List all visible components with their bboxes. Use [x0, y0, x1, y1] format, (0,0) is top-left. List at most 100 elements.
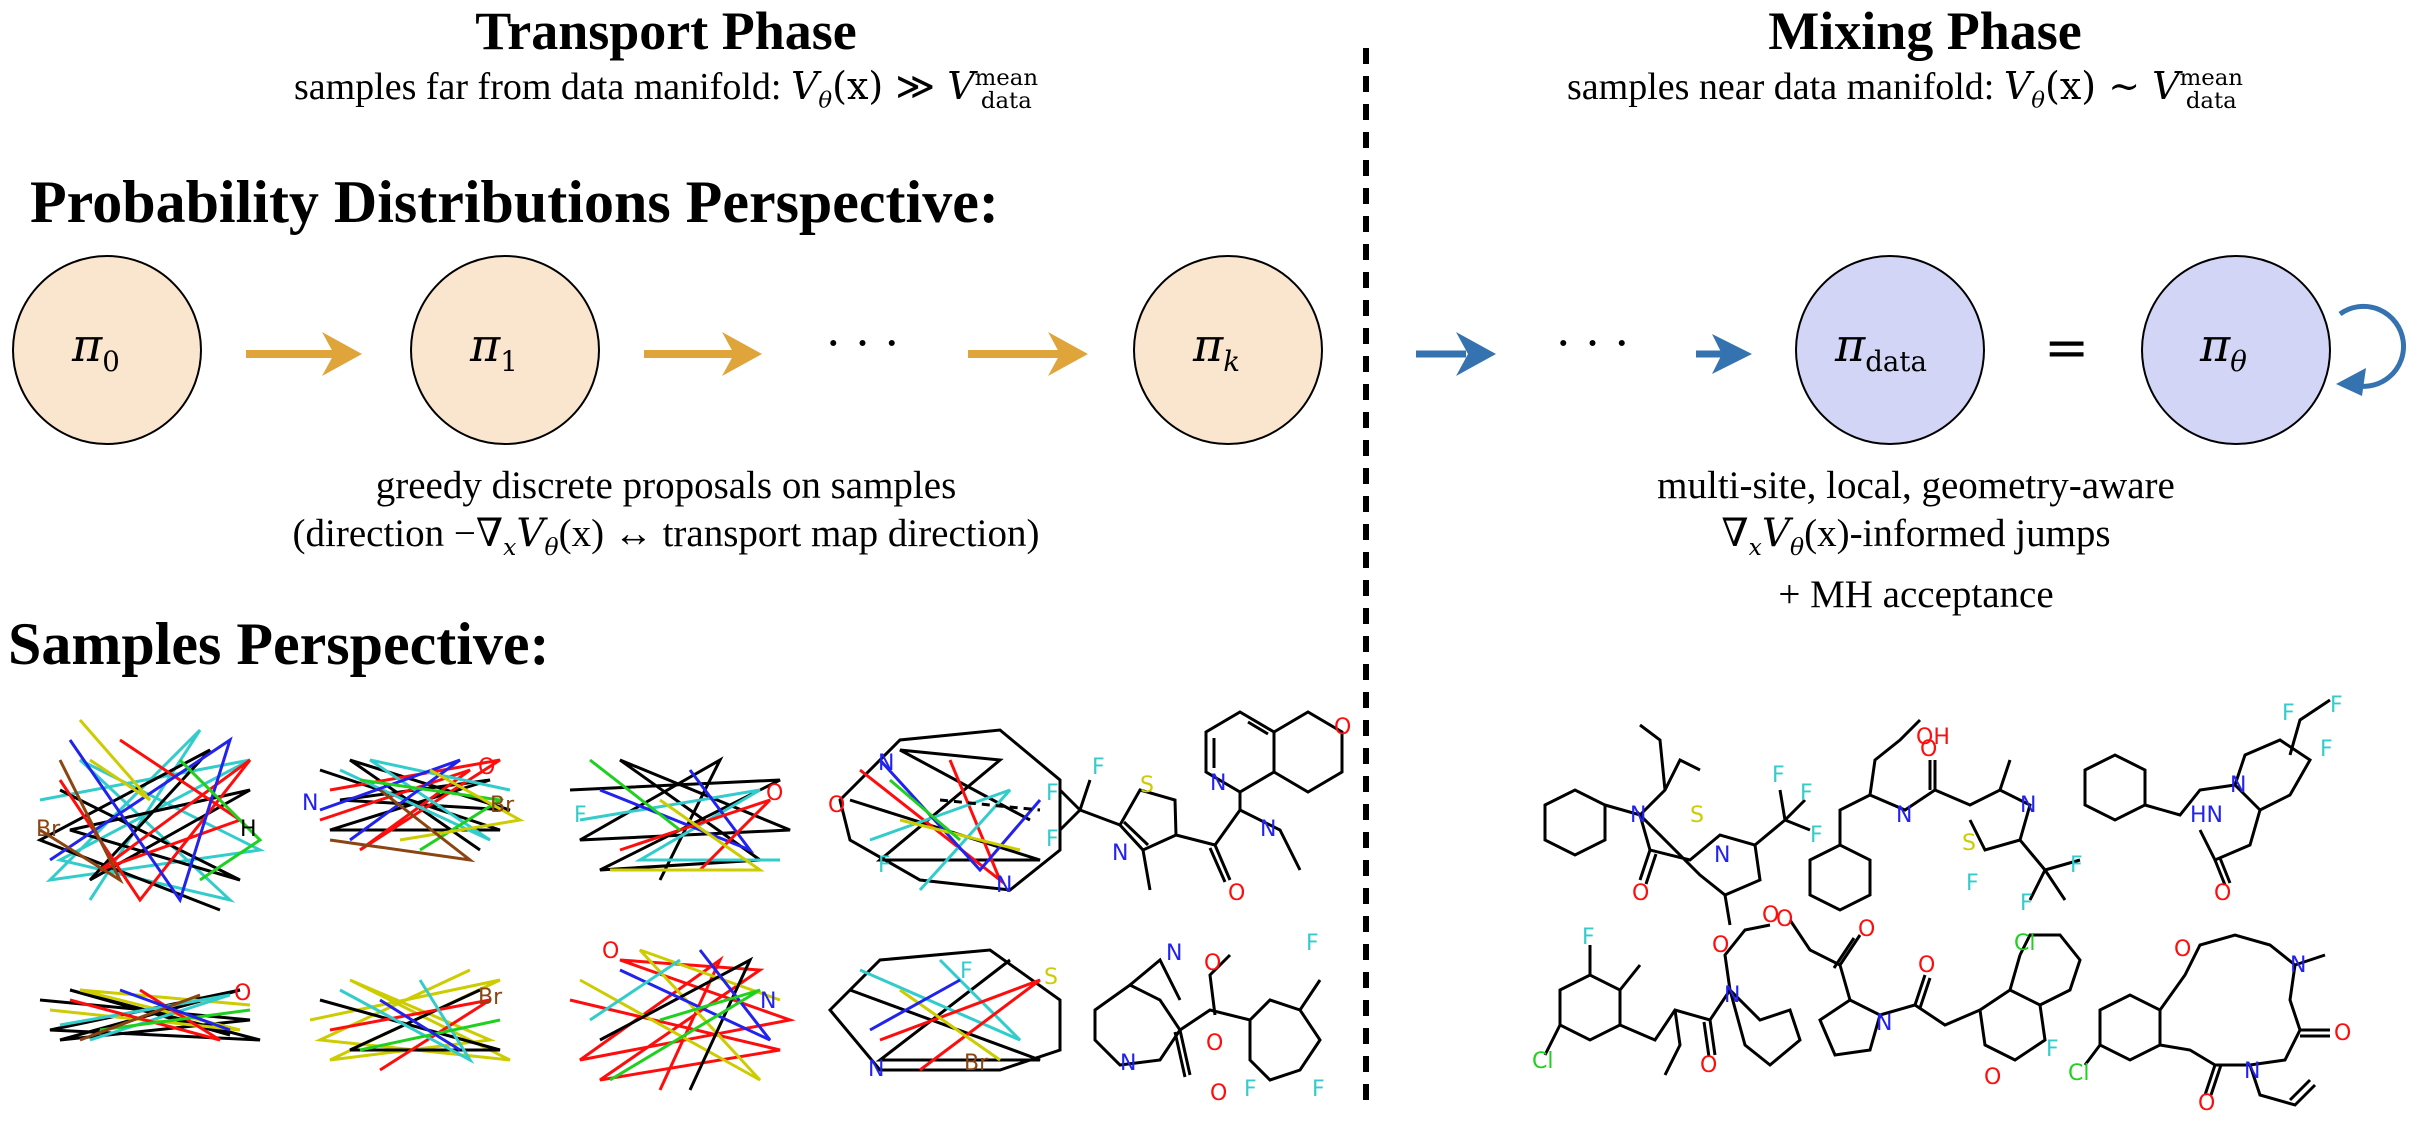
- atom-label: HN: [2190, 803, 2223, 828]
- atom-label: Br: [36, 817, 61, 842]
- atom-label: S: [1690, 803, 1704, 828]
- transport-desc-line2: (direction −∇xVθ(x) ↔ transport map dire…: [292, 511, 1040, 561]
- atom-label: O: [478, 755, 495, 780]
- self-loop-arrow: [2336, 303, 2407, 396]
- atom-label: N: [868, 1057, 884, 1082]
- atom-label: N: [1876, 1011, 1892, 1036]
- atom-label: F: [574, 803, 587, 828]
- atom-label: O: [1920, 737, 1937, 762]
- atom-label: F: [878, 853, 891, 878]
- atom-label: N: [1166, 941, 1182, 966]
- transport-phase-title: Transport Phase: [475, 1, 857, 61]
- atom-label: F: [1312, 1077, 1325, 1102]
- molecule-mixing-2: [1808, 718, 2081, 912]
- node-pi-theta-label: πθ: [2200, 318, 2247, 379]
- node-pi-0-label: π0: [72, 318, 120, 379]
- atom-label: O: [1632, 881, 1649, 906]
- atom-label: N: [760, 989, 776, 1014]
- molecule-mixing-6: [2083, 933, 2330, 1107]
- transport-ellipsis: · · ·: [826, 316, 900, 370]
- sample-noisy-8: [827, 948, 1062, 1072]
- atom-label: Br: [478, 985, 503, 1010]
- atom-label: N: [1714, 843, 1730, 868]
- atom-label: S: [1044, 965, 1058, 990]
- atom-label: F: [2070, 853, 2083, 878]
- probability-perspective-heading: Probability Distributions Perspective:: [30, 169, 999, 235]
- atom-label: F: [1800, 781, 1813, 806]
- mixing-arrow-1: [1416, 332, 1496, 376]
- atom-label: Cl: [1532, 1049, 1553, 1074]
- atom-label: Cl: [2068, 1061, 2089, 1086]
- atom-label: O: [1334, 715, 1351, 740]
- node-pi-theta: [2141, 255, 2331, 445]
- atom-label: Br: [490, 793, 515, 818]
- atom-label: N: [1260, 817, 1276, 842]
- atom-label: F: [1966, 871, 1979, 896]
- atom-label: H: [240, 817, 257, 842]
- node-pi-data: [1795, 255, 1985, 445]
- atom-label: O: [1984, 1065, 2001, 1090]
- atom-label: F: [1810, 823, 1823, 848]
- mixing-arrow-2: [1696, 334, 1752, 374]
- atom-label: Br: [964, 1051, 989, 1076]
- node-pi-data-label: πdata: [1835, 318, 1927, 379]
- mixing-ellipsis: · · ·: [1556, 316, 1630, 370]
- atom-label: F: [1772, 763, 1785, 788]
- atom-label: O: [2198, 1091, 2215, 1116]
- transport-phase-subtitle: samples far from data manifold: Vθ(x) ≫ …: [116, 64, 1216, 114]
- atom-label: N: [2244, 1059, 2260, 1084]
- mixing-phase-title: Mixing Phase: [1768, 1, 2082, 61]
- sample-noisy-5: [39, 988, 261, 1042]
- molecule-transport-2: [1093, 953, 1322, 1082]
- atom-label: N: [1120, 1051, 1136, 1076]
- mixing-desc-line1: multi-site, local, geometry-aware: [1657, 464, 2175, 507]
- atom-label: F: [2330, 693, 2343, 718]
- atom-label: O: [1204, 951, 1221, 976]
- atom-label: F: [1306, 931, 1319, 956]
- mixing-description: multi-site, local, geometry-aware ∇xVθ(x…: [1416, 462, 2416, 619]
- atom-label: S: [1140, 773, 1154, 798]
- atom-label: F: [2046, 1037, 2059, 1062]
- sample-noisy-4: [838, 728, 1062, 892]
- atom-label: N: [1210, 771, 1226, 796]
- molecule-mixing-3: [2083, 698, 2331, 886]
- atom-label: O: [828, 793, 845, 818]
- atom-label: F: [2020, 891, 2033, 916]
- atom-label: O: [1762, 903, 1779, 928]
- atom-label: F: [1046, 781, 1059, 806]
- sample-noisy-3: [569, 756, 791, 881]
- equals-sign: =: [2044, 316, 2090, 379]
- atom-label: N: [2020, 793, 2036, 818]
- molecule-mixing-4: [1543, 923, 1802, 1076]
- atom-label: Cl: [2014, 931, 2035, 956]
- atom-label: N: [1630, 803, 1646, 828]
- atom-label: N: [302, 791, 318, 816]
- atom-label: O: [766, 781, 783, 806]
- node-pi-1: [410, 255, 600, 445]
- atom-label: S: [1962, 831, 1976, 856]
- mixing-desc-line3: + MH acceptance: [1778, 572, 2054, 616]
- sample-noisy-1: [36, 719, 265, 912]
- transport-description: greedy discrete proposals on samples (di…: [166, 462, 1166, 571]
- mixing-subtitle-text: samples near data manifold:: [1566, 66, 1995, 108]
- mixing-desc-line2: ∇xVθ(x)-informed jumps: [1721, 511, 2111, 561]
- atom-label: O: [2214, 881, 2231, 906]
- sample-noisy-7: [569, 948, 796, 1091]
- atom-label: O: [602, 939, 619, 964]
- transport-arrow-1: [246, 332, 362, 376]
- atom-label: O: [1918, 953, 1935, 978]
- atom-label: O: [2334, 1021, 2351, 1046]
- transport-desc-line1: greedy discrete proposals on samples: [375, 464, 957, 507]
- atom-label: N: [996, 873, 1012, 898]
- atom-label: O: [1700, 1053, 1717, 1078]
- atom-label: F: [1046, 827, 1059, 852]
- atom-label: F: [2320, 737, 2333, 762]
- atom-label: N: [878, 751, 894, 776]
- atom-label: N: [1896, 803, 1912, 828]
- node-pi-0: [12, 255, 202, 445]
- transport-subtitle-text: samples far from data manifold:: [293, 66, 782, 108]
- atom-label: F: [1582, 925, 1595, 950]
